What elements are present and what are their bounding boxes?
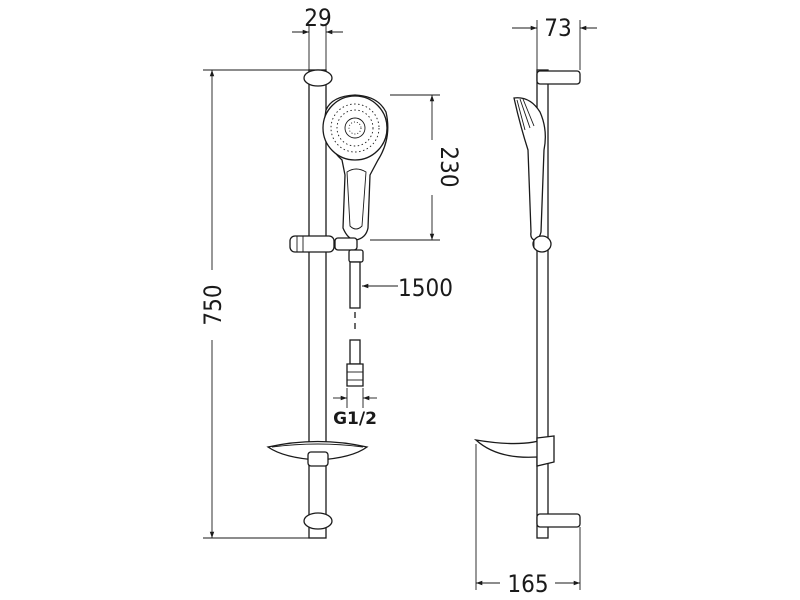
front-hose [346,249,364,387]
side-slider-holder [532,235,552,253]
dim-bar-length: 750 [199,284,227,325]
front-rail [308,69,327,539]
dim-depth: 73 [544,14,571,42]
front-view [266,69,389,539]
dim-bar-width: 29 [304,4,331,32]
side-shower-head [513,97,546,241]
dim-head-length: 230 [435,146,463,187]
side-soap-dish [473,435,555,467]
front-bottom-bracket [303,512,333,530]
side-top-bracket [536,70,581,85]
side-rail [536,69,549,539]
side-view [473,69,581,539]
front-shower-head [322,94,389,241]
front-dimensions: 29 750 230 1500 G1/2 [199,4,463,539]
side-dimensions: 73 165 [475,14,597,598]
dim-dish-projection: 165 [507,570,548,598]
front-soap-dish [266,440,369,467]
front-slider-holder [289,235,358,253]
dim-hose-length: 1500 [398,274,453,302]
side-bottom-bracket [536,513,581,528]
label-connection: G1/2 [333,409,377,429]
front-top-bracket [303,69,333,87]
